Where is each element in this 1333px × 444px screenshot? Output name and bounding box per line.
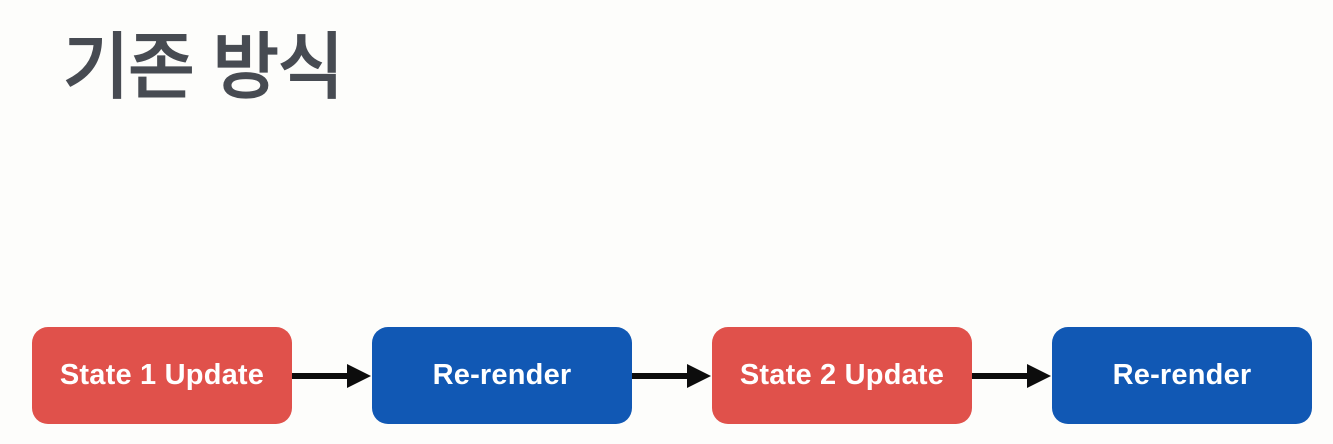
slide-title: 기존 방식 [63, 28, 344, 108]
flow-node-state-2-update: State 2 Update [712, 327, 972, 424]
flow-node-label: Re-render [432, 359, 572, 391]
flow-node-label: State 1 Update [59, 359, 265, 391]
arrow-right-icon [972, 363, 1051, 388]
flow-node-re-render-2: Re-render [1052, 327, 1312, 424]
flow-node-state-1-update: State 1 Update [32, 327, 292, 424]
flow-node-label: Re-render [1112, 359, 1252, 391]
flow-node-re-render-1: Re-render [372, 327, 632, 424]
flow-node-label: State 2 Update [739, 359, 945, 391]
flow-diagram: State 1 Update Re-render State 2 Update … [32, 327, 1312, 424]
arrow-right-icon [292, 363, 371, 388]
arrow-right-icon [632, 363, 711, 388]
